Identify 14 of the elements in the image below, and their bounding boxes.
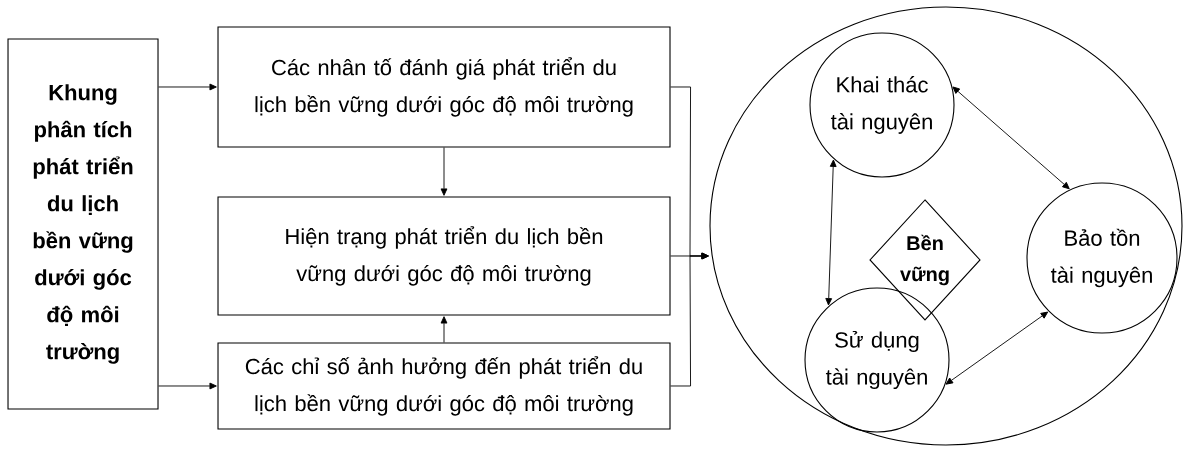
arrow xyxy=(952,86,1070,190)
outer-circle xyxy=(709,6,1183,446)
arrow xyxy=(440,147,448,196)
arrow xyxy=(158,83,217,91)
title-box: Khung phân tích phát triển du lịch bền vững dưới góc độ môi trường xyxy=(7,38,159,410)
arrow xyxy=(670,252,709,387)
process-box: Hiện trạng phát triển du lịch bền vững dưới góc độ môi trường xyxy=(217,196,671,316)
arrow xyxy=(825,159,837,306)
arrow xyxy=(945,311,1049,385)
arrow xyxy=(158,382,217,390)
arrow xyxy=(440,316,448,343)
diamond-label: Bền vững xyxy=(869,199,981,321)
process-box: Các nhân tố đánh giá phát triển du lịch bền vững dưới góc độ môi trường xyxy=(217,26,671,148)
process-box: Các chỉ số ảnh hưởng đến phát triển du lịch bền vững dưới góc độ môi trường xyxy=(217,342,671,430)
